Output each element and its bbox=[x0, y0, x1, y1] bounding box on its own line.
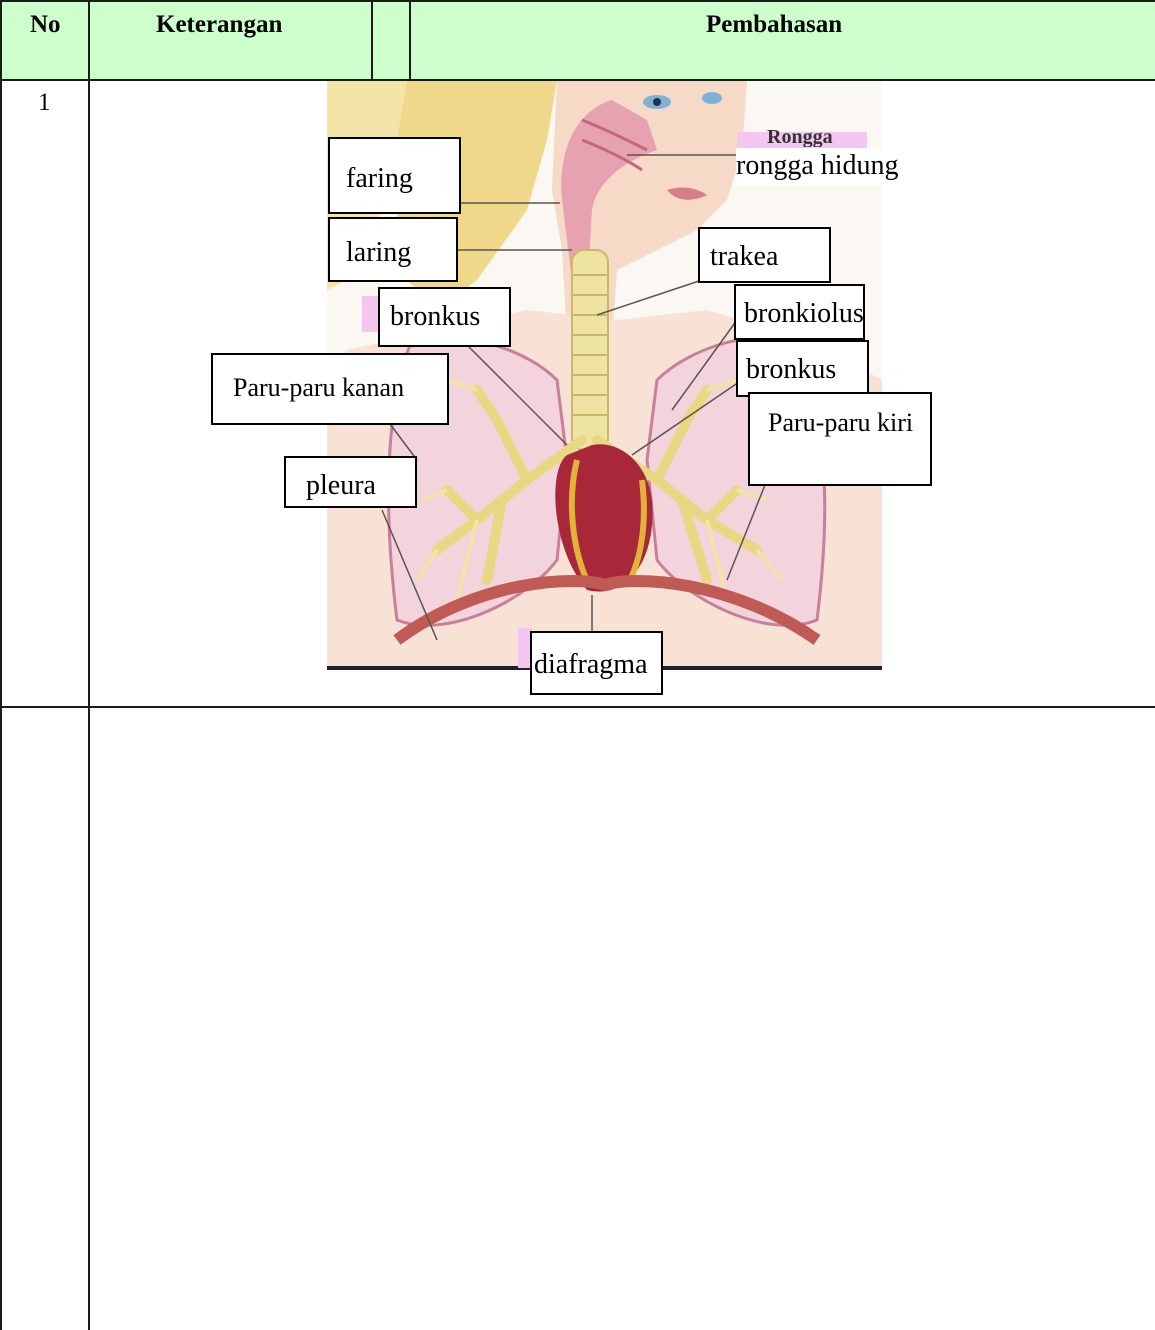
table-border-col2 bbox=[371, 0, 373, 80]
label-rongga-cropped: Rongga bbox=[757, 127, 867, 147]
label-bronkus-right: bronkus bbox=[736, 340, 869, 397]
table-border-col3 bbox=[409, 0, 411, 80]
table-border-top bbox=[0, 0, 1155, 2]
label-paru-kanan: Paru-paru kanan bbox=[211, 353, 449, 425]
label-diafragma: diafragma bbox=[530, 631, 663, 695]
label-paru-kiri: Paru-paru kiri bbox=[748, 392, 932, 486]
label-rongga-hidung: rongga hidung bbox=[736, 148, 936, 186]
pink-tab bbox=[362, 296, 378, 332]
label-bronkus-left: bronkus bbox=[378, 287, 511, 347]
label-pleura: pleura bbox=[284, 456, 417, 508]
label-laring: laring bbox=[328, 217, 458, 282]
label-faring: faring bbox=[328, 137, 461, 214]
table-border-header bbox=[0, 79, 1155, 81]
table-border-row bbox=[0, 706, 1155, 708]
header-pembahasan: Pembahasan bbox=[706, 10, 842, 40]
header-keterangan: Keterangan bbox=[156, 10, 282, 40]
row-number: 1 bbox=[38, 88, 51, 118]
table-border-left bbox=[0, 0, 2, 1330]
label-bronkiolus: bronkiolus bbox=[734, 284, 865, 340]
label-trakea: trakea bbox=[698, 227, 831, 283]
table-border-col1 bbox=[88, 0, 90, 1330]
header-no: No bbox=[30, 10, 61, 40]
